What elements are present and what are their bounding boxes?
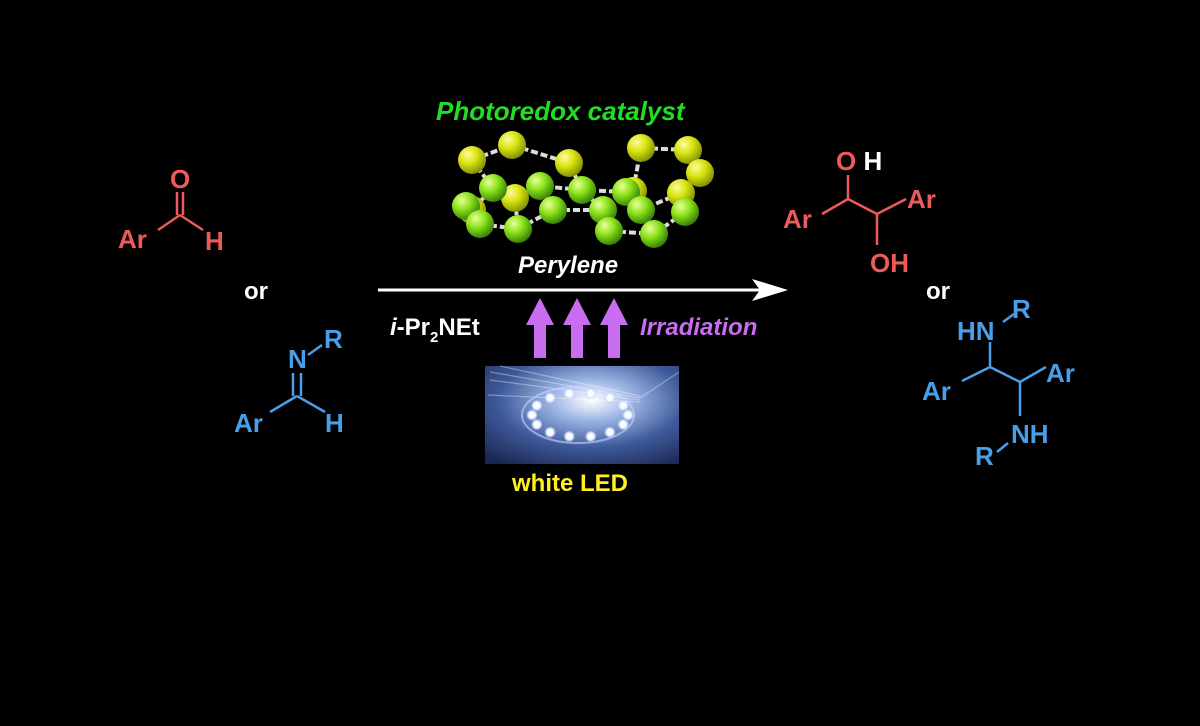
diamine-r-bottom: R bbox=[975, 441, 994, 471]
perylene-atom bbox=[458, 146, 486, 174]
perylene-label: Perylene bbox=[518, 252, 619, 279]
perylene-atom bbox=[627, 134, 655, 162]
led-bulb bbox=[617, 419, 629, 430]
led-bulb bbox=[604, 392, 616, 404]
imine-h: H bbox=[325, 408, 344, 438]
irradiation-arrow-2 bbox=[563, 298, 591, 358]
perylene-atom bbox=[504, 215, 532, 243]
perylene-bond bbox=[640, 146, 689, 152]
perylene-atom bbox=[674, 136, 702, 164]
perylene-atom bbox=[595, 217, 623, 245]
diamine-hn: HN bbox=[957, 316, 995, 346]
irradiation-arrow-1 bbox=[526, 298, 554, 358]
base-prefix: i bbox=[390, 314, 397, 341]
perylene-bond bbox=[608, 229, 655, 236]
diol-ar-left: Ar bbox=[783, 204, 812, 234]
perylene-molecule-model bbox=[452, 131, 714, 248]
led-bulb bbox=[563, 430, 575, 442]
perylene-atom bbox=[501, 184, 529, 212]
led-bulb bbox=[604, 426, 616, 438]
aldehyde-structure bbox=[157, 192, 204, 232]
perylene-atom bbox=[671, 198, 699, 226]
perylene-atom bbox=[539, 196, 567, 224]
reaction-arrow bbox=[378, 279, 788, 301]
base-label: i-Pr2NEt bbox=[390, 314, 480, 346]
base-main: -Pr bbox=[396, 314, 431, 341]
perylene-atom bbox=[555, 149, 583, 177]
diamine-nh: NH bbox=[1011, 419, 1049, 449]
led-bulb bbox=[531, 419, 543, 430]
irradiation-label: Irradiation bbox=[640, 314, 758, 341]
perylene-atom bbox=[498, 131, 526, 159]
perylene-atom bbox=[627, 196, 655, 224]
perylene-atoms bbox=[452, 131, 714, 248]
diol-oh-top: O H bbox=[836, 146, 883, 176]
diamine-r-top: R bbox=[1012, 294, 1031, 324]
base-suffix: NEt bbox=[438, 314, 480, 341]
diol-structure bbox=[821, 175, 907, 245]
led-bulb bbox=[617, 400, 629, 411]
led-bulb bbox=[585, 430, 597, 442]
imine-nitrogen: N bbox=[288, 344, 307, 374]
diol-oh-bottom: OH bbox=[870, 248, 909, 278]
led-bulb bbox=[563, 388, 575, 400]
photoredox-catalyst-title: Photoredox catalyst bbox=[436, 96, 685, 126]
white-led-photo bbox=[485, 365, 680, 464]
diamine-structure bbox=[961, 312, 1047, 453]
perylene-atom bbox=[526, 172, 554, 200]
white-led-label: white LED bbox=[512, 470, 629, 497]
irradiation-arrows bbox=[526, 298, 628, 358]
perylene-atom bbox=[640, 220, 668, 248]
led-bulb bbox=[526, 409, 538, 421]
diamine-ar-left: Ar bbox=[922, 376, 951, 406]
base-subscript: 2 bbox=[430, 329, 439, 346]
diol-oh-top-text: O bbox=[836, 146, 857, 176]
or-label-right: or bbox=[926, 278, 950, 305]
led-bulb bbox=[544, 426, 556, 438]
irradiation-arrow-3 bbox=[600, 298, 628, 358]
led-bulb bbox=[531, 400, 543, 411]
led-bulb bbox=[622, 409, 634, 421]
imine-r: R bbox=[324, 324, 343, 354]
aldehyde-h: H bbox=[205, 226, 224, 256]
aldehyde-oxygen: O bbox=[170, 164, 191, 194]
aldehyde-ar: Ar bbox=[118, 224, 147, 254]
diol-ar-right: Ar bbox=[907, 184, 936, 214]
led-bulb bbox=[544, 392, 556, 404]
perylene-atom bbox=[568, 176, 596, 204]
perylene-atom bbox=[479, 174, 507, 202]
imine-ar: Ar bbox=[234, 408, 263, 438]
or-label-left: or bbox=[244, 278, 268, 305]
perylene-atom bbox=[466, 210, 494, 238]
diamine-ar-right: Ar bbox=[1046, 358, 1075, 388]
perylene-atom bbox=[686, 159, 714, 187]
led-ring bbox=[526, 388, 634, 442]
led-bulb bbox=[585, 388, 597, 400]
perylene-atom bbox=[589, 196, 617, 224]
imine-structure bbox=[269, 343, 326, 414]
